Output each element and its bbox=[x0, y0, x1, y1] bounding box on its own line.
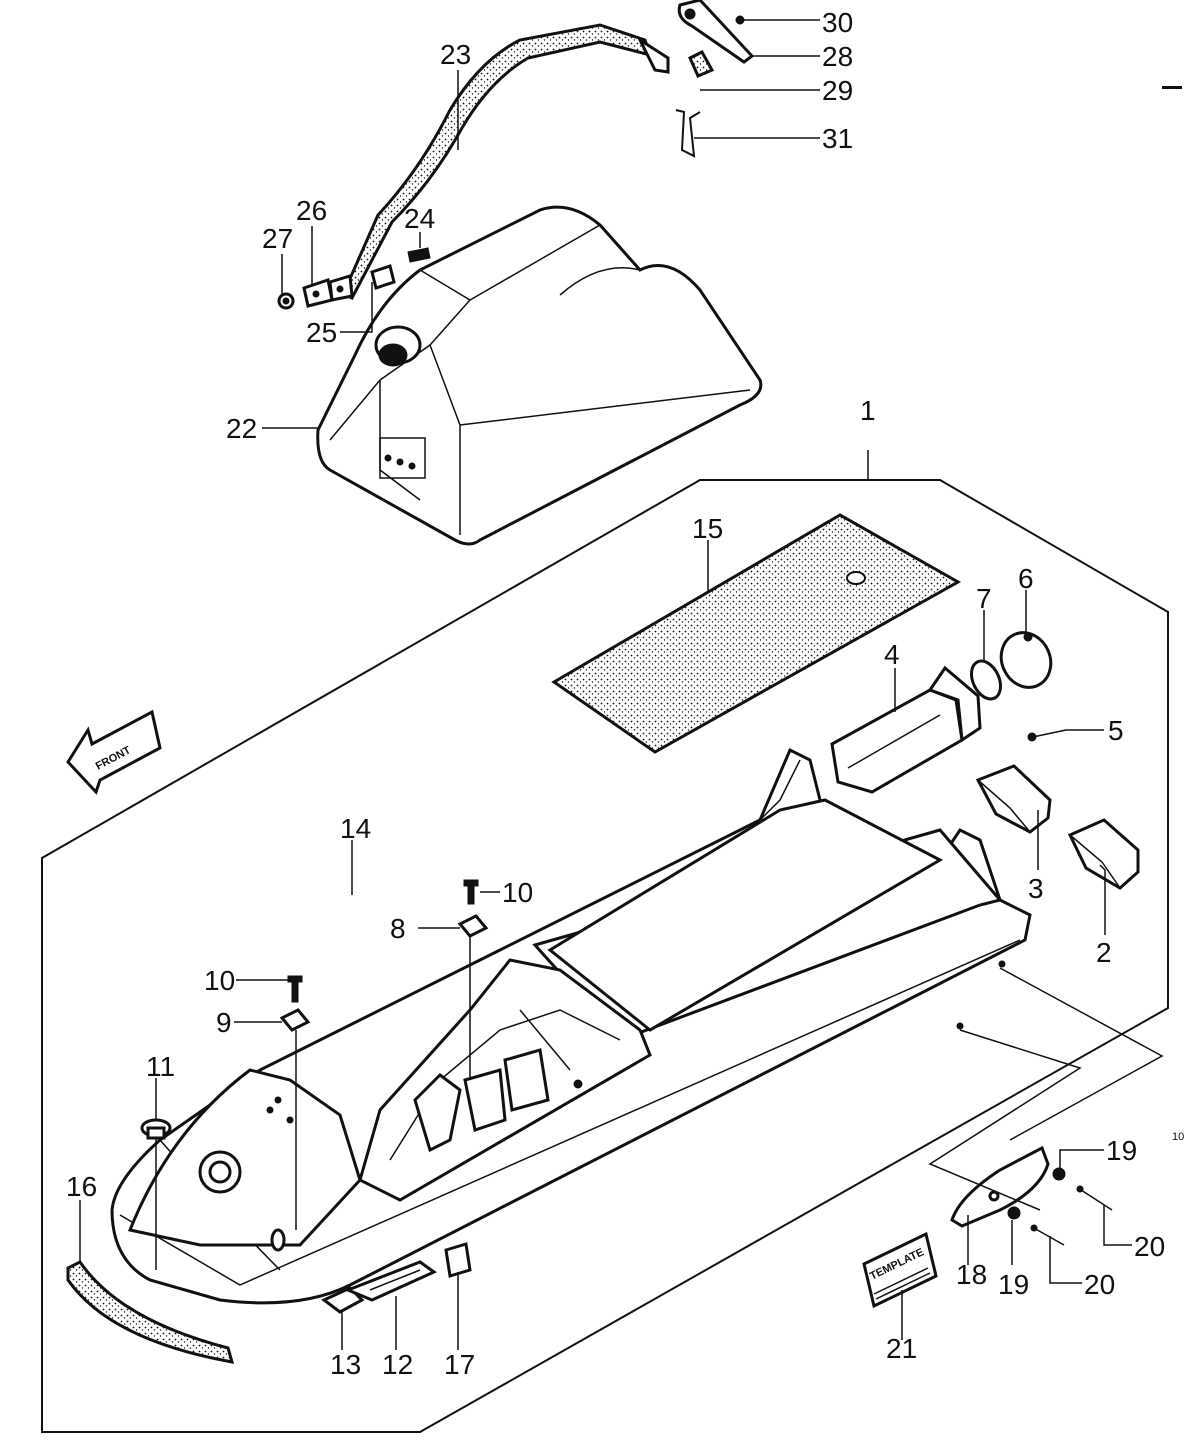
hull-group-outline bbox=[41, 479, 1169, 1433]
label-20-upper: 20 bbox=[1134, 1231, 1165, 1262]
nut-9 bbox=[279, 1008, 311, 1032]
engine-hood-22 bbox=[316, 205, 763, 546]
nut-8 bbox=[457, 914, 489, 938]
label-28: 28 bbox=[822, 41, 853, 72]
label-11: 11 bbox=[146, 1051, 175, 1082]
label-7: 7 bbox=[976, 583, 992, 614]
pad-29 bbox=[688, 50, 715, 78]
guard-18 bbox=[950, 1145, 1050, 1228]
label-31: 31 bbox=[822, 123, 853, 154]
corner-mark: 10 bbox=[1172, 1131, 1184, 1143]
label-24: 24 bbox=[404, 203, 435, 234]
callout-labels: 30 28 29 31 23 26 27 24 25 22 1 15 6 7 4… bbox=[66, 7, 1184, 1380]
label-23: 23 bbox=[440, 39, 471, 70]
label-10-upper: 10 bbox=[502, 877, 533, 908]
clip-31 bbox=[675, 109, 701, 158]
label-9: 9 bbox=[216, 1007, 232, 1038]
label-14: 14 bbox=[340, 813, 371, 844]
label-25: 25 bbox=[306, 317, 337, 348]
label-19-lower: 19 bbox=[998, 1269, 1029, 1300]
gasket-14 bbox=[145, 706, 564, 939]
screw-30 bbox=[735, 15, 752, 25]
label-29: 29 bbox=[822, 75, 853, 106]
label-17: 17 bbox=[444, 1349, 475, 1380]
label-15: 15 bbox=[692, 513, 723, 544]
bracket-26 bbox=[302, 274, 354, 308]
label-21: 21 bbox=[886, 1333, 917, 1364]
hinge-28 bbox=[677, 0, 755, 64]
label-26: 26 bbox=[296, 195, 327, 226]
label-4: 4 bbox=[884, 639, 900, 670]
label-19-upper: 19 bbox=[1106, 1135, 1137, 1166]
label-18: 18 bbox=[956, 1259, 987, 1290]
cover-3 bbox=[975, 764, 1052, 834]
screw-20 bbox=[1030, 1185, 1113, 1246]
oring-7 bbox=[969, 659, 1003, 701]
label-6: 6 bbox=[1018, 563, 1034, 594]
bolt-10 bbox=[287, 879, 479, 1003]
plate-25 bbox=[370, 264, 396, 290]
leader-lines bbox=[79, 19, 1164, 1350]
clip-17 bbox=[444, 1242, 472, 1278]
label-8: 8 bbox=[390, 913, 406, 944]
label-12: 12 bbox=[382, 1349, 413, 1380]
cap-6 bbox=[999, 631, 1053, 689]
bumper-16 bbox=[66, 1260, 235, 1364]
hull-body bbox=[110, 747, 1032, 1305]
template-21: TEMPLATE bbox=[862, 1231, 938, 1309]
label-22: 22 bbox=[226, 413, 257, 444]
cover-2 bbox=[1067, 818, 1140, 890]
nut-27 bbox=[277, 292, 295, 310]
grommet-11 bbox=[140, 1118, 172, 1140]
label-2: 2 bbox=[1096, 937, 1112, 968]
handle-pole-23 bbox=[334, 23, 670, 300]
intake-13 bbox=[321, 1286, 365, 1314]
bolt-24 bbox=[407, 247, 431, 263]
nut-19 bbox=[1007, 1167, 1066, 1220]
front-arrow: FRONT bbox=[66, 709, 162, 795]
label-20-lower: 20 bbox=[1084, 1269, 1115, 1300]
nozzle-4 bbox=[830, 665, 982, 794]
pin-5 bbox=[1027, 729, 1067, 742]
label-3: 3 bbox=[1028, 873, 1044, 904]
label-30: 30 bbox=[822, 7, 853, 38]
label-16: 16 bbox=[66, 1171, 97, 1202]
grate-12 bbox=[343, 1260, 437, 1302]
label-27: 27 bbox=[262, 223, 293, 254]
corner-dash bbox=[1162, 86, 1182, 89]
label-5: 5 bbox=[1108, 715, 1124, 746]
label-13: 13 bbox=[330, 1349, 361, 1380]
label-1: 1 bbox=[860, 395, 876, 426]
label-10-lower: 10 bbox=[204, 965, 235, 996]
